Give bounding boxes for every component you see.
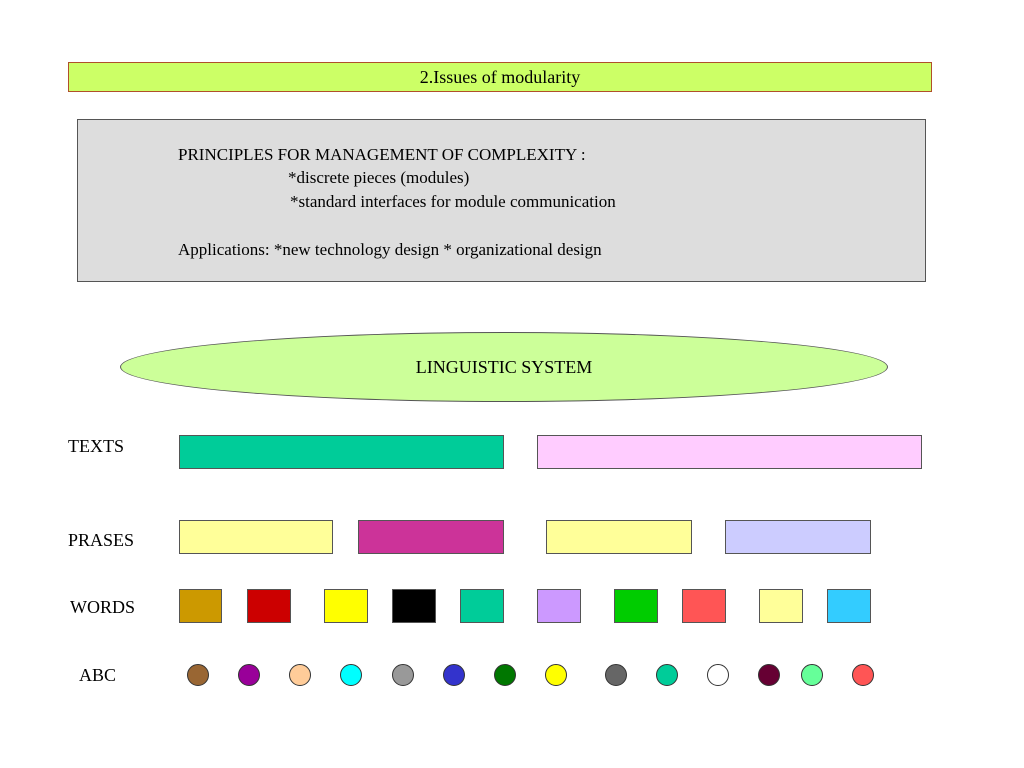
letter-circle — [238, 664, 260, 686]
letter-circle — [392, 664, 414, 686]
letter-circle — [545, 664, 567, 686]
linguistic-system-ellipse: LINGUISTIC SYSTEM — [120, 332, 888, 402]
letter-circle — [187, 664, 209, 686]
word-block — [537, 589, 581, 623]
title-bar: 2.Issues of modularity — [68, 62, 932, 92]
phrase-block — [179, 520, 333, 554]
principles-heading: PRINCIPLES FOR MANAGEMENT OF COMPLEXITY … — [178, 145, 586, 164]
letter-circle — [494, 664, 516, 686]
letter-circle — [289, 664, 311, 686]
applications-line: Applications: *new technology design * o… — [178, 240, 602, 259]
word-block — [324, 589, 368, 623]
row-label-phrases: PRASES — [68, 530, 135, 550]
word-block — [179, 589, 222, 623]
row-label-abc: ABC — [79, 665, 117, 685]
letter-circle — [801, 664, 823, 686]
letter-circle — [443, 664, 465, 686]
text-block — [537, 435, 922, 469]
principle-item-1: *discrete pieces (modules) — [288, 168, 470, 187]
principles-box: PRINCIPLES FOR MANAGEMENT OF COMPLEXITY … — [77, 119, 926, 282]
word-block — [759, 589, 803, 623]
row-label-texts: TEXTS — [68, 436, 124, 456]
word-block — [682, 589, 726, 623]
word-block — [247, 589, 291, 623]
letter-circle — [656, 664, 678, 686]
row-label-words: WORDS — [70, 597, 136, 617]
word-block — [827, 589, 871, 623]
principle-item-2: *standard interfaces for module communic… — [290, 192, 616, 211]
phrase-block — [358, 520, 504, 554]
text-block — [179, 435, 504, 469]
word-block — [460, 589, 504, 623]
word-block — [614, 589, 658, 623]
letter-circle — [340, 664, 362, 686]
phrase-block — [725, 520, 871, 554]
linguistic-system-label: LINGUISTIC SYSTEM — [415, 356, 593, 377]
letter-circle — [707, 664, 729, 686]
word-block — [392, 589, 436, 623]
letter-circle — [852, 664, 874, 686]
slide-title: 2.Issues of modularity — [419, 66, 581, 87]
letter-circle — [758, 664, 780, 686]
letter-circle — [605, 664, 627, 686]
phrase-block — [546, 520, 692, 554]
